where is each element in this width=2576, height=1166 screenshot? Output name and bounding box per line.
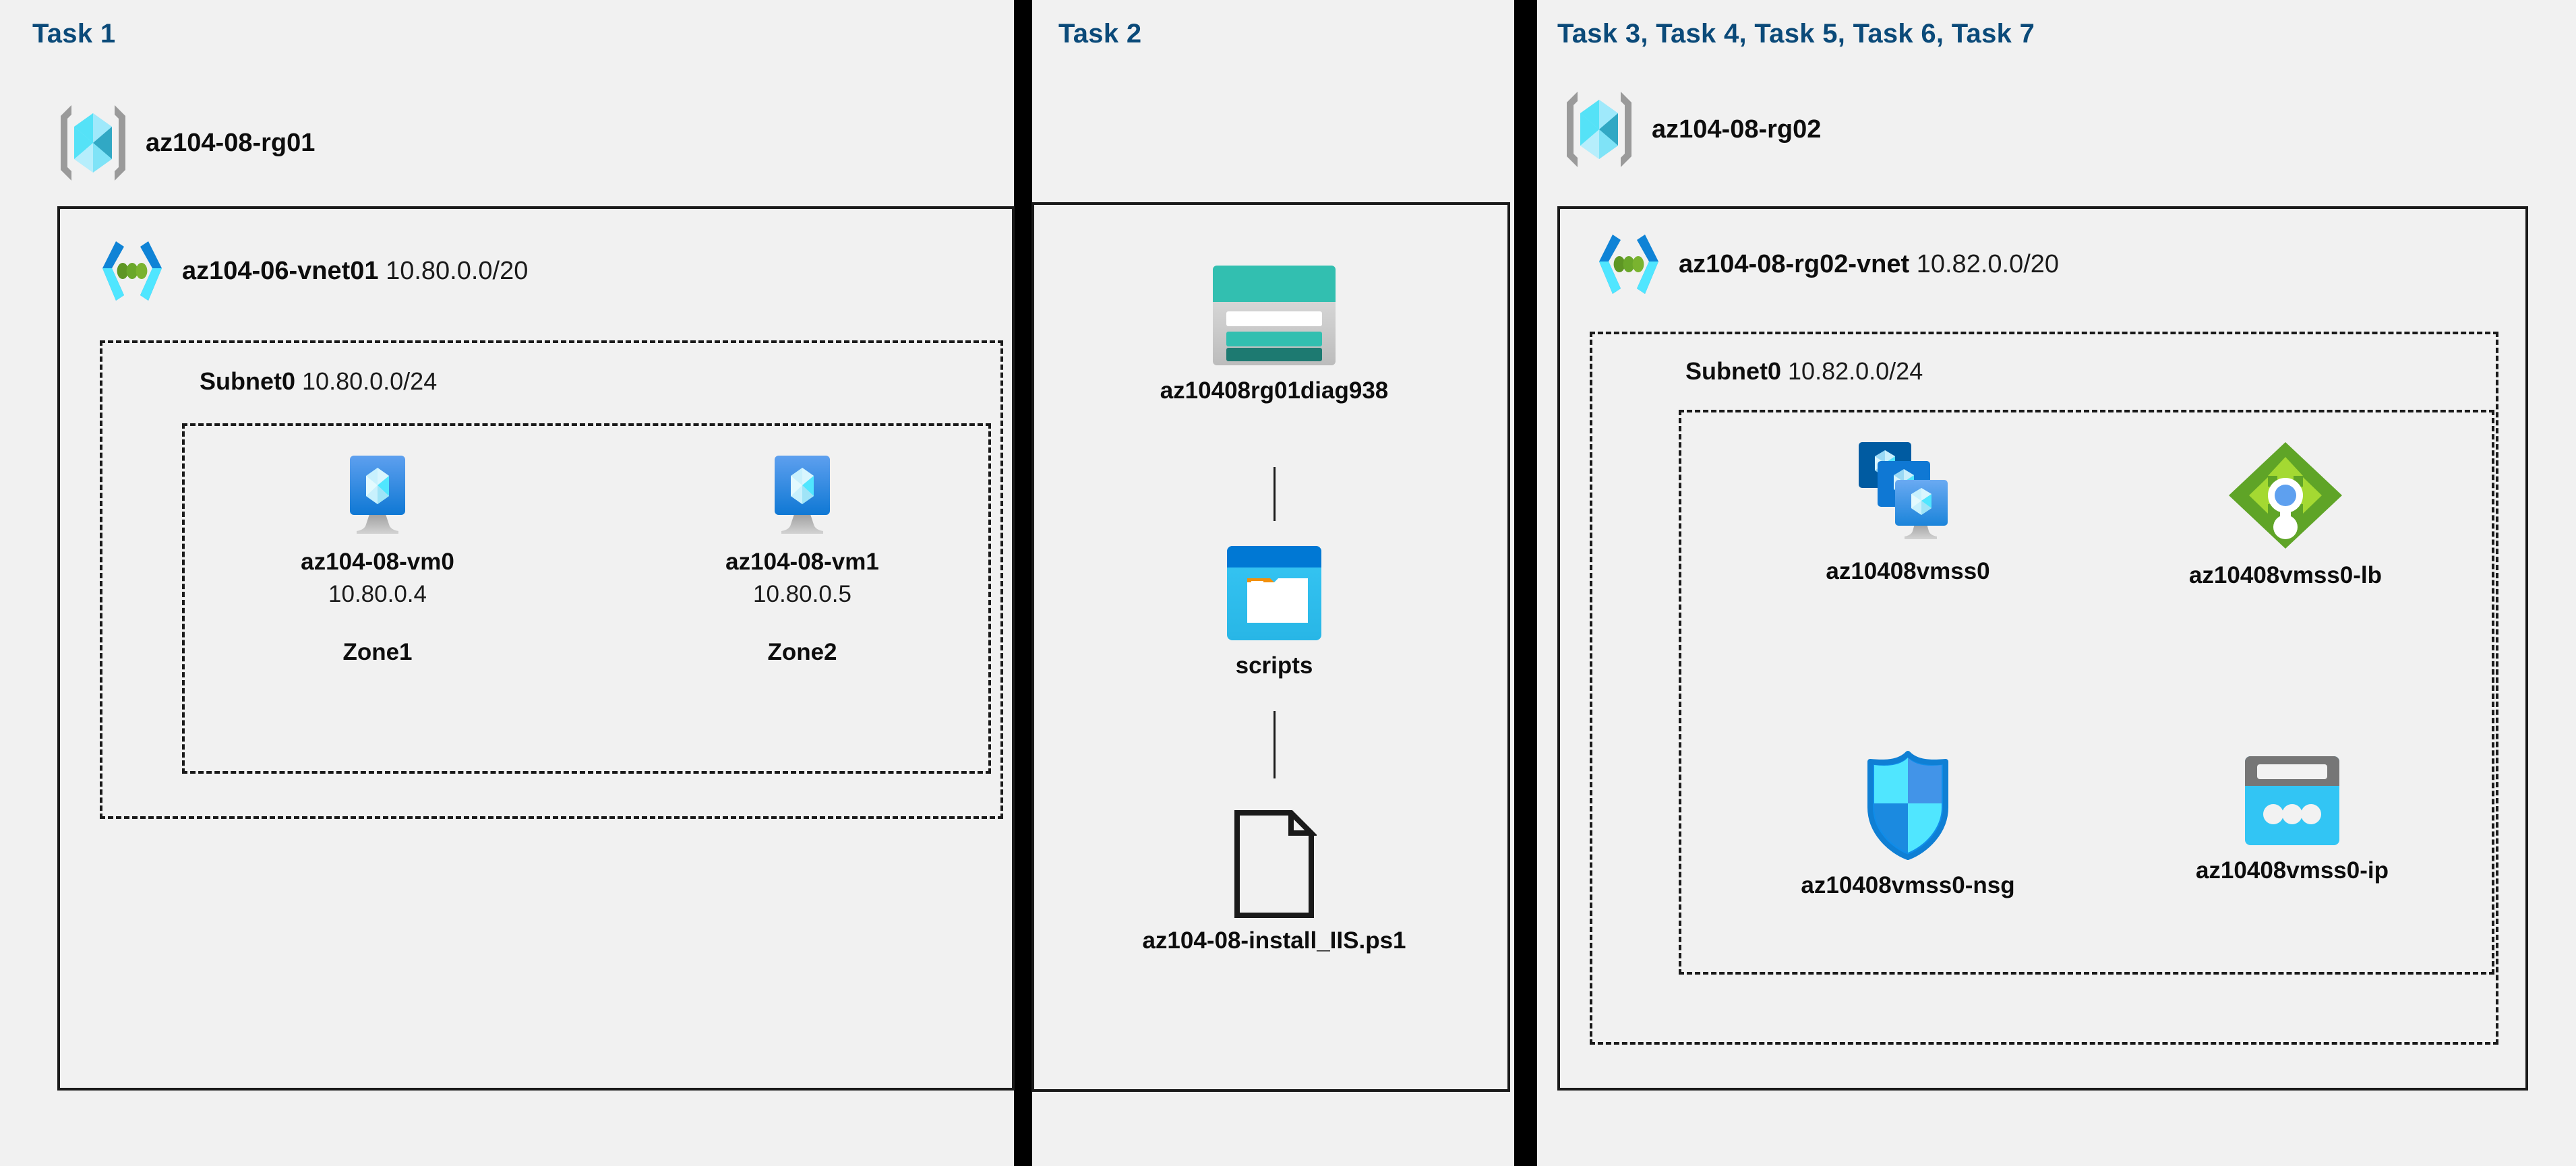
vmss-node[interactable]: az10408vmss0 bbox=[1773, 438, 2043, 585]
public-ip-address-icon bbox=[2242, 754, 2342, 848]
vm1-ip: 10.80.0.5 bbox=[753, 581, 851, 607]
vm0-name: az104-08-vm0 bbox=[301, 549, 454, 575]
ps1-file-name: az104-08-install_IIS.ps1 bbox=[1142, 927, 1406, 954]
file-icon bbox=[1232, 810, 1317, 918]
subnet0-box-task1 bbox=[100, 340, 1003, 819]
vmss-resources-box bbox=[1679, 410, 2494, 975]
vm0-zone: Zone1 bbox=[342, 639, 413, 665]
virtual-network-icon bbox=[94, 236, 170, 306]
vnet02-box bbox=[1557, 206, 2528, 1091]
vm-group-box bbox=[182, 423, 991, 774]
vm0-ip: 10.80.0.4 bbox=[328, 581, 427, 607]
virtual-network-icon bbox=[1591, 229, 1667, 299]
rg02-name: az104-08-rg02 bbox=[1652, 115, 1822, 144]
vm-node-0[interactable]: az104-08-vm0 10.80.0.4 Zone1 bbox=[290, 453, 465, 666]
virtual-machine-icon bbox=[762, 453, 842, 539]
vnet02-name: az104-08-rg02-vnet bbox=[1679, 249, 1910, 278]
blob-container-node[interactable]: scripts bbox=[1187, 543, 1362, 679]
file-node[interactable]: az104-08-install_IIS.ps1 bbox=[1072, 810, 1476, 954]
task-2-title: Task 2 bbox=[1058, 19, 1142, 49]
subnet0-label-task3: Subnet0 10.82.0.0/24 bbox=[1685, 357, 1923, 385]
storage-account-name: az10408rg01diag938 bbox=[1160, 377, 1389, 404]
subnet0-box-task3 bbox=[1590, 332, 2498, 1045]
storage-account-node[interactable]: az10408rg01diag938 bbox=[1146, 263, 1402, 404]
load-balancer-node[interactable]: az10408vmss0-lb bbox=[2144, 438, 2427, 589]
connector-scripts-file bbox=[1274, 711, 1276, 778]
vm-scale-set-icon bbox=[1851, 438, 1965, 549]
scripts-name: scripts bbox=[1235, 652, 1313, 679]
vnet01-cidr: 10.80.0.0/20 bbox=[386, 256, 529, 285]
column-separator-1 bbox=[1014, 0, 1032, 1166]
column-separator-2 bbox=[1514, 0, 1537, 1166]
load-balancer-name: az10408vmss0-lb bbox=[2188, 562, 2383, 588]
rg01-header: az104-08-rg01 bbox=[53, 100, 315, 186]
rg01-name: az104-08-rg01 bbox=[146, 128, 316, 157]
subnet0-label-task1: Subnet0 10.80.0.0/24 bbox=[200, 367, 438, 395]
vm-node-1[interactable]: az104-08-vm1 10.80.0.5 Zone2 bbox=[715, 453, 890, 666]
resource-group-icon bbox=[53, 100, 133, 186]
blob-container-icon bbox=[1224, 543, 1324, 643]
connector-storage-scripts bbox=[1274, 467, 1276, 521]
vnet01-name: az104-06-vnet01 bbox=[182, 256, 379, 285]
vmss-name: az10408vmss0 bbox=[1826, 558, 1990, 584]
vnet01-box bbox=[57, 206, 1015, 1091]
vnet02-cidr: 10.82.0.0/20 bbox=[1916, 249, 2060, 278]
vnet02-header: az104-08-rg02-vnet 10.82.0.0/20 bbox=[1591, 229, 2059, 299]
vm1-zone: Zone2 bbox=[767, 639, 837, 665]
vm1-name: az104-08-vm1 bbox=[725, 549, 879, 575]
resource-group-icon bbox=[1559, 86, 1640, 173]
public-ip-name: az10408vmss0-ip bbox=[2195, 857, 2389, 884]
storage-account-icon bbox=[1210, 263, 1338, 368]
public-ip-node[interactable]: az10408vmss0-ip bbox=[2151, 754, 2434, 884]
load-balancer-icon bbox=[2225, 438, 2346, 553]
network-security-group-icon bbox=[1857, 748, 1958, 863]
nsg-name: az10408vmss0-nsg bbox=[1801, 872, 2015, 898]
vnet01-header: az104-06-vnet01 10.80.0.0/20 bbox=[94, 236, 528, 306]
virtual-machine-icon bbox=[338, 453, 417, 539]
task-3-7-title: Task 3, Task 4, Task 5, Task 6, Task 7 bbox=[1557, 19, 2035, 49]
nsg-node[interactable]: az10408vmss0-nsg bbox=[1763, 748, 2053, 899]
rg02-header: az104-08-rg02 bbox=[1559, 86, 1821, 173]
task-1-title: Task 1 bbox=[32, 19, 116, 49]
